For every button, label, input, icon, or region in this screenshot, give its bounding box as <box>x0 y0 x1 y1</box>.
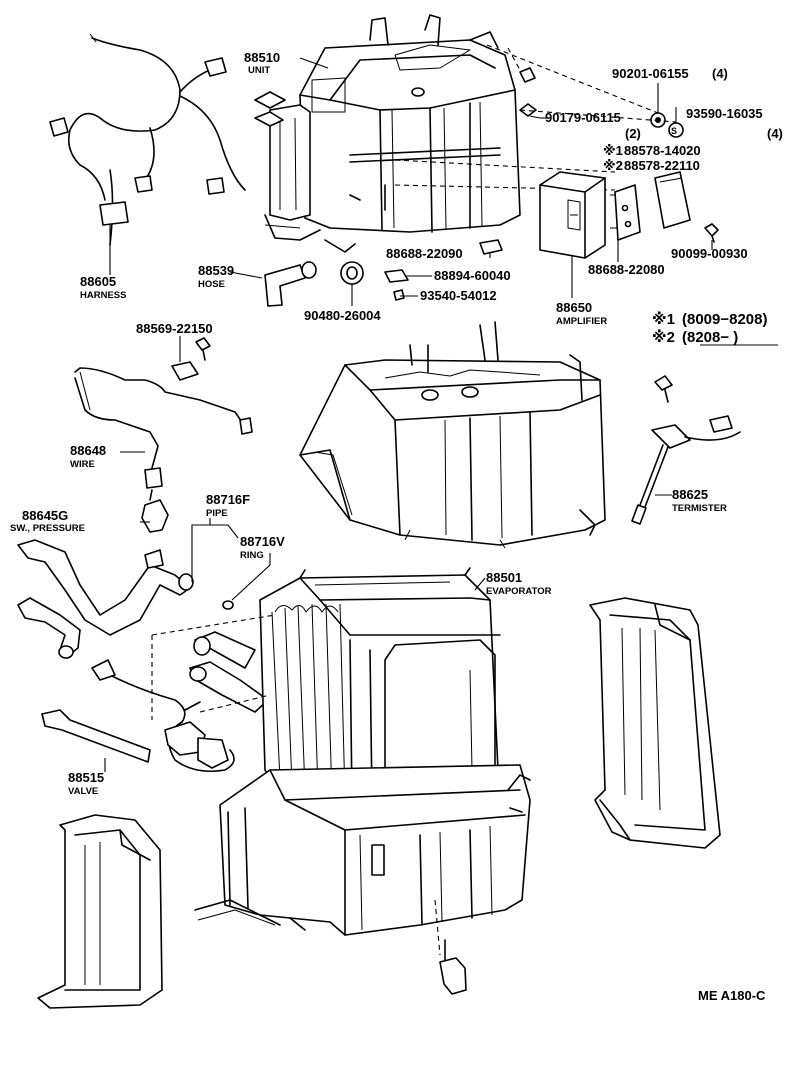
assembly-guides <box>151 47 521 956</box>
leader-lines <box>104 57 713 772</box>
amplifier <box>539 171 606 259</box>
drain-clip <box>439 939 467 995</box>
label-93590-num: 93590-16035 <box>686 106 763 121</box>
bent-hose <box>17 597 81 659</box>
amplifier-bracket <box>610 184 641 241</box>
label-88716f-num: 88716F <box>206 492 250 507</box>
label-88716v-name: RING <box>240 550 264 561</box>
diagram-code: ME A180-C <box>698 988 766 1003</box>
label-88650-name: AMPLIFIER <box>556 316 607 327</box>
label-90201-num: 90201-06155 <box>612 66 689 81</box>
harness <box>49 33 246 246</box>
label-88688a-num: 88688-22090 <box>386 246 463 261</box>
label-88716v-num: 88716V <box>240 534 285 549</box>
label-88605-num: 88605 <box>80 274 116 289</box>
clamp-88569 <box>171 337 211 381</box>
note-1-range: (8009−8208) <box>682 311 768 328</box>
label-88578b-mark: ※2 <box>603 158 623 173</box>
evaporator <box>259 567 501 806</box>
label-88501-num: 88501 <box>486 570 522 585</box>
wire <box>74 367 253 489</box>
label-88578a-mark: ※1 <box>603 143 623 158</box>
middle-case <box>299 321 606 549</box>
label-93590-qty: (4) <box>767 126 783 141</box>
grommet-90480 <box>340 261 364 285</box>
label-88510-name: UNIT <box>248 65 270 76</box>
cooling-unit-top <box>254 14 521 253</box>
note-2-mark: ※2 <box>652 328 675 346</box>
pipe <box>17 539 194 636</box>
label-88539-num: 88539 <box>198 263 234 278</box>
label-90480-num: 90480-26004 <box>304 308 381 323</box>
label-88515-name: VALVE <box>68 786 98 797</box>
clip-parts <box>384 239 503 301</box>
svg-text:S: S <box>671 126 677 136</box>
label-88605-name: HARNESS <box>80 290 126 301</box>
expansion-valve <box>41 659 235 773</box>
label-88578a-num: 88578-14020 <box>624 143 701 158</box>
label-88539-name: HOSE <box>198 279 225 290</box>
pressure-switch <box>141 489 169 533</box>
relay-box <box>654 171 691 229</box>
hose <box>264 261 317 307</box>
label-88515-num: 88515 <box>68 770 104 785</box>
duct-frame-right <box>589 597 721 849</box>
label-93540-num: 93540-54012 <box>420 288 497 303</box>
label-90179-num: 90179-06115 <box>545 110 621 125</box>
label-88650-num: 88650 <box>556 300 592 315</box>
duct-frame-left <box>37 814 163 1009</box>
note-1-mark: ※1 <box>652 310 675 328</box>
label-88501-name: EVAPORATOR <box>486 586 552 597</box>
label-88688b-num: 88688-22080 <box>588 262 665 277</box>
label-88569-num: 88569-22150 <box>136 321 213 336</box>
label-88645-num: 88645G <box>22 508 68 523</box>
label-90099-num: 90099-00930 <box>671 246 748 261</box>
lower-case <box>194 764 531 936</box>
note-2-range: (8208− ) <box>682 329 738 346</box>
label-88894-num: 88894-60040 <box>434 268 511 283</box>
label-88645-name: SW., PRESSURE <box>10 523 85 534</box>
label-88648-name: WIRE <box>70 459 95 470</box>
label-88625-name: TERMISTER <box>672 503 727 514</box>
short-hoses <box>189 631 269 713</box>
termister <box>631 375 741 525</box>
label-90179-qty: (2) <box>625 126 641 141</box>
screw-90099 <box>704 223 719 243</box>
label-90201-qty: (4) <box>712 66 728 81</box>
label-88648-num: 88648 <box>70 443 106 458</box>
label-88578b-num: 88578-22110 <box>624 158 700 173</box>
o-ring <box>222 600 234 610</box>
label-88716f-name: PIPE <box>206 508 228 519</box>
label-88625-num: 88625 <box>672 487 708 502</box>
label-88510-num: 88510 <box>244 50 280 65</box>
